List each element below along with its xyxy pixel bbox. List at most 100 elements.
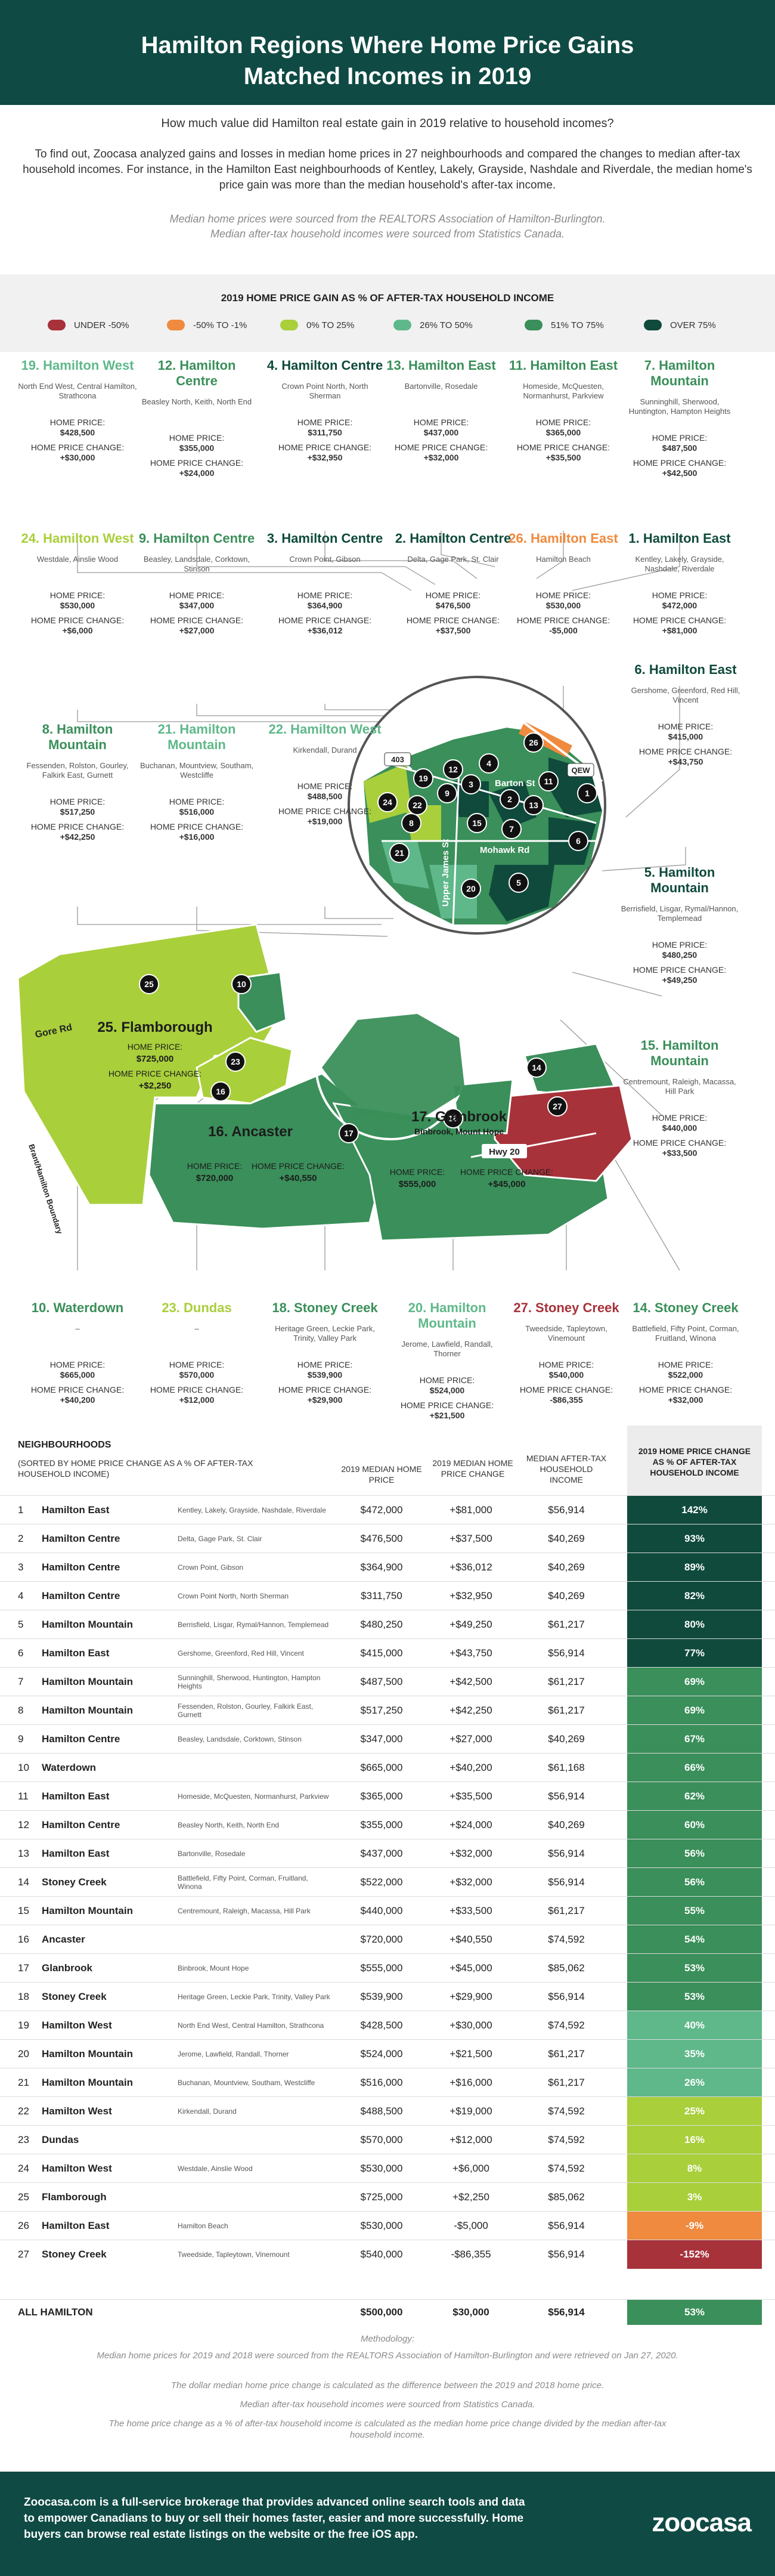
- row-income: $74,592: [548, 2134, 585, 2145]
- row-number: 17: [18, 1962, 29, 1974]
- footer-band: [0, 2472, 775, 2576]
- leader-7: [572, 537, 680, 591]
- region-card-name: 1. Hamilton East: [628, 531, 731, 546]
- road-label-brant: Brant/Hamilton Boundary: [27, 1143, 64, 1235]
- row-income: $74,592: [548, 2163, 585, 2174]
- row-number: 8: [18, 1705, 24, 1716]
- region-card-change: +$42,250: [60, 832, 95, 842]
- map-marker-number: 11: [544, 777, 553, 786]
- region-card-neighbourhoods: Homeside, McQuesten, Normanhurst, Parkvi…: [523, 382, 604, 400]
- map-marker: 19: [413, 768, 433, 788]
- region-card-change: +$32,000: [668, 1395, 703, 1405]
- region-zoom-20: [429, 865, 477, 919]
- map-marker: 16: [210, 1081, 231, 1102]
- flamborough-price-label: HOME PRICE:: [128, 1042, 183, 1052]
- row-neighbourhoods: Beasley, Landsdale, Corktown, Stinson: [178, 1735, 302, 1743]
- row-region: Dundas: [42, 2134, 79, 2145]
- map-marker-number: 25: [144, 979, 154, 989]
- map-marker-circle: [443, 1108, 463, 1128]
- leader-15: [560, 1019, 662, 1116]
- region-card-change: +$49,250: [662, 975, 698, 985]
- region-card-price-label: HOME PRICE:: [297, 590, 353, 600]
- zoocasa-logo: zoocasa: [652, 2508, 752, 2537]
- region-card-change-label: HOME PRICE CHANGE:: [150, 822, 244, 831]
- row-home-price: $665,000: [360, 1762, 403, 1773]
- row-pct-of-income: 26%: [627, 2068, 762, 2097]
- row-pct-of-income: 67%: [627, 1725, 762, 1754]
- row-income: $40,269: [548, 1733, 585, 1745]
- region-card-price: $355,000: [179, 443, 215, 453]
- region-card-change: +$21,500: [429, 1411, 465, 1420]
- row-region: Stoney Creek: [42, 2249, 107, 2260]
- row-home-price: $476,500: [360, 1533, 403, 1544]
- row-neighbourhoods: Gershome, Greenford, Red Hill, Vincent: [178, 1649, 304, 1657]
- row-home-price: $539,900: [360, 1991, 403, 2002]
- map-marker-circle: [437, 783, 457, 803]
- legend-item: 0% TO 25%: [280, 317, 354, 333]
- region-card-change-label: HOME PRICE CHANGE:: [633, 1138, 727, 1148]
- row-region: Hamilton Centre: [42, 1561, 120, 1573]
- region-card-change: +$81,000: [662, 626, 698, 635]
- map-marker-number: 22: [413, 800, 422, 810]
- region-card-price-label: HOME PRICE:: [652, 1113, 708, 1122]
- leader-5: [572, 972, 662, 997]
- region-card-change-label: HOME PRICE CHANGE:: [394, 443, 488, 452]
- row-region: Glanbrook: [42, 1962, 93, 1974]
- region-card-price-label: HOME PRICE:: [652, 433, 708, 443]
- region-card-price-label: HOME PRICE:: [652, 940, 708, 950]
- row-income: $40,269: [548, 1561, 585, 1573]
- row-region: Hamilton Mountain: [42, 1905, 133, 1916]
- road-label-403: 403: [391, 755, 404, 764]
- row-pct-of-income: 60%: [627, 1811, 762, 1839]
- region-card-change: +$33,500: [662, 1148, 698, 1158]
- row-home-price: $440,000: [360, 1905, 403, 1916]
- region-card-name: 13. Hamilton East: [386, 358, 496, 373]
- region-card-change-label: HOME PRICE CHANGE:: [30, 616, 125, 625]
- row-price-change: +$27,000: [450, 1733, 492, 1745]
- row-neighbourhoods: Buchanan, Mountview, Southam, Westcliffe: [178, 2079, 315, 2087]
- region-card-neighbourhoods: Beasley, Landsdale, Corktown, Stinson: [143, 555, 250, 573]
- region-card-change-label: HOME PRICE CHANGE:: [638, 747, 733, 756]
- row-pct-of-income: 54%: [627, 1925, 762, 1954]
- row-number: 2: [18, 1533, 24, 1544]
- map-marker-number: 27: [553, 1102, 562, 1111]
- row-pct-of-income: 25%: [627, 2097, 762, 2126]
- map-marker-number: 14: [532, 1063, 541, 1072]
- region-card-change: +$36,012: [307, 626, 343, 635]
- region-card-change: -$5,000: [549, 626, 578, 635]
- region-card-price-label: HOME PRICE:: [49, 797, 106, 806]
- road-label-qew: QEW: [571, 766, 590, 775]
- region-card-name: 26. Hamilton East: [509, 531, 618, 546]
- total-label: ALL HAMILTON: [18, 2306, 93, 2318]
- row-neighbourhoods: Sunninghill, Sherwood, Huntington, Hampt…: [178, 1674, 321, 1690]
- row-neighbourhoods: Delta, Gage Park, St. Clair: [178, 1535, 262, 1543]
- total-income: $56,914: [548, 2306, 585, 2318]
- row-region: Hamilton West: [42, 2020, 112, 2031]
- row-region: Hamilton Mountain: [42, 2077, 133, 2088]
- row-income: $56,914: [548, 1790, 585, 1802]
- row-region: Hamilton East: [42, 1848, 110, 1859]
- row-price-change: +$40,550: [450, 1934, 492, 1945]
- row-number: 10: [18, 1762, 29, 1773]
- row-neighbourhoods: Battlefield, Fifty Point, Corman, Fruitl…: [178, 1874, 308, 1891]
- row-income: $61,217: [548, 1676, 585, 1687]
- row-pct-of-income: 53%: [627, 1983, 762, 2011]
- row-number: 3: [18, 1561, 24, 1573]
- region-card-price: $530,000: [545, 601, 581, 610]
- road-label-hwy20: Hwy 20: [489, 1147, 520, 1157]
- row-home-price: $555,000: [360, 1962, 403, 1974]
- region-card-neighbourhoods: Berrisfield, Lisgar, Rymal/Hannon, Templ…: [621, 904, 739, 923]
- row-price-change: +$6,000: [452, 2163, 489, 2174]
- footer-text: Zoocasa.com is a full-service brokerage …: [24, 2496, 525, 2541]
- map-marker: 6: [568, 831, 588, 851]
- region-card-change: +$30,000: [60, 453, 95, 462]
